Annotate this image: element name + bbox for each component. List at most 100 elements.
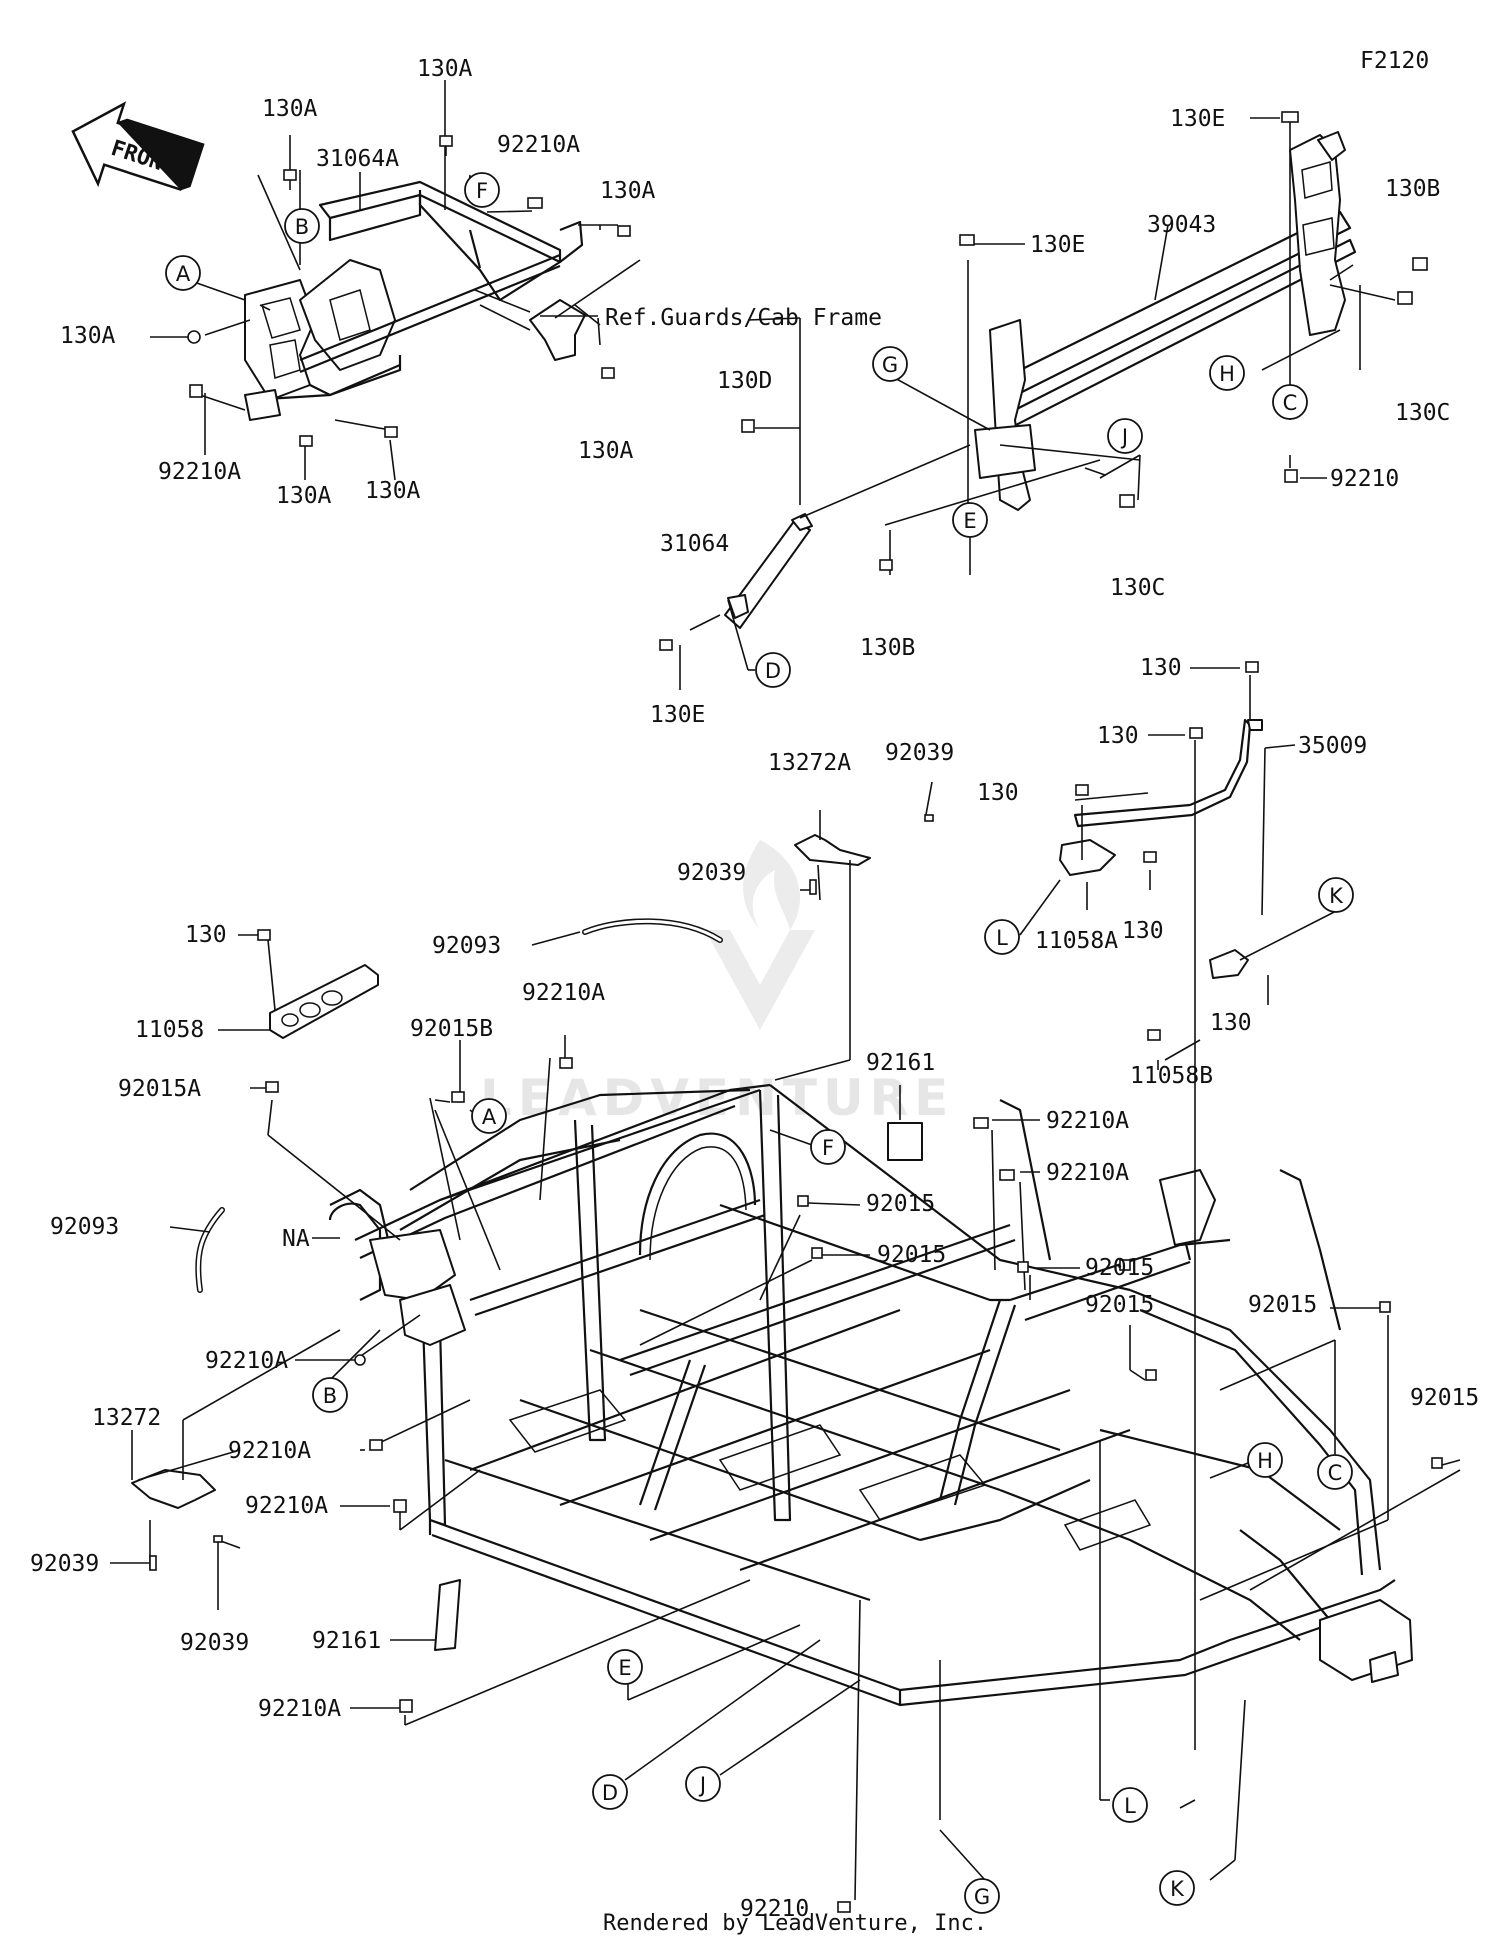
callout-label: 92161 (866, 1050, 935, 1076)
bolt-icon (879, 559, 893, 571)
svg-text:A: A (482, 1105, 497, 1129)
label-92161-upper (887, 1122, 923, 1161)
svg-text:E: E (963, 509, 976, 533)
callout-label: 92015 (866, 1191, 935, 1217)
na-label: NA (282, 1226, 310, 1252)
bolt-icon (265, 1081, 279, 1093)
callout-label: 92015 (1410, 1385, 1479, 1411)
bolt-icon (257, 929, 271, 941)
bolt-icon (973, 1117, 989, 1129)
reference-note: Ref.Guards/Cab Frame (605, 305, 882, 331)
bolt-icon (811, 1247, 823, 1259)
marker-circle: D (755, 652, 791, 688)
bolt-icon (283, 169, 297, 190)
bolt-icon (299, 435, 313, 447)
marker-circle: E (952, 502, 988, 538)
bolt-icon (1431, 1457, 1443, 1469)
callout-label: 92210A (258, 1696, 341, 1722)
marker-circle: F (810, 1129, 846, 1165)
svg-text:F: F (476, 179, 488, 203)
front-arrow: FRONT (71, 101, 205, 192)
svg-text:B: B (323, 1384, 337, 1408)
svg-text:F: F (822, 1136, 834, 1160)
guard-13272 (131, 1469, 216, 1509)
bolt-icon (1189, 727, 1203, 739)
marker-circle: C (1272, 384, 1308, 420)
callout-label: 92210 (740, 1896, 809, 1922)
bolt-icon (1397, 291, 1413, 305)
fasteners (149, 111, 1443, 1913)
callout-label: 130A (262, 96, 318, 122)
bolt-icon (527, 197, 543, 209)
callout-label: 13272A (768, 750, 851, 776)
bolt-icon (187, 330, 201, 344)
callout-label: 92039 (677, 860, 746, 886)
callout-label: 92210A (245, 1493, 328, 1519)
callout-label: 92015 (1085, 1292, 1154, 1318)
svg-text:E: E (618, 1656, 631, 1680)
callout-label: 92015 (1248, 1292, 1317, 1318)
callout-label: 92039 (30, 1551, 99, 1577)
callout-label: 92015A (118, 1076, 201, 1102)
bolt-icon (659, 639, 673, 651)
front-bracket-assembly (244, 180, 586, 421)
bolt-icon (1143, 851, 1157, 863)
bolt-icon (741, 419, 755, 433)
cable-clip-92093-upper (582, 918, 723, 943)
callout-label: 130E (650, 702, 705, 728)
svg-text:H: H (1219, 362, 1235, 386)
callout-label: 130E (1170, 106, 1225, 132)
svg-text:J: J (1120, 425, 1128, 449)
bolt-icon (149, 1555, 157, 1571)
callout-label: 130A (276, 483, 332, 509)
callout-label: 130C (1110, 575, 1165, 601)
svg-text:D: D (765, 659, 781, 683)
callout-label: 130A (578, 438, 634, 464)
callout-label: 92161 (312, 1628, 381, 1654)
callout-label: 130A (365, 478, 421, 504)
callout-label: 92093 (432, 933, 501, 959)
bolt-icon (837, 1901, 851, 1913)
callout-label: 92015B (410, 1016, 493, 1042)
footer-credit: Rendered by LeadVenture, Inc. (603, 1911, 987, 1936)
callout-label: 31064 (660, 531, 729, 557)
bolt-icon (959, 234, 975, 246)
callout-label: 35009 (1298, 733, 1367, 759)
svg-text:J: J (698, 1773, 706, 1797)
rear-crossmember-assembly (974, 131, 1357, 511)
svg-text:C: C (1328, 1461, 1343, 1485)
callout-label: 92210A (228, 1438, 311, 1464)
callout-label: 130 (1122, 918, 1164, 944)
marker-circle: G (964, 1878, 1000, 1914)
bolt-icon (384, 426, 398, 438)
callout-label: 130D (717, 368, 772, 394)
bar-35009-assembly (1059, 718, 1263, 979)
bolt-icon (1119, 1259, 1131, 1271)
callout-label: 92015 (877, 1242, 946, 1268)
callout-label: 130A (600, 178, 656, 204)
svg-text:G: G (974, 1885, 990, 1909)
callout-label: 130A (417, 56, 473, 82)
watermark: LEADVENTURE (480, 840, 948, 1127)
marker-circle: F (464, 172, 500, 208)
callout-label: 92093 (50, 1214, 119, 1240)
bolt-icon (1017, 1261, 1029, 1273)
marker-circle: H (1247, 1442, 1283, 1478)
callout-label: 92039 (885, 740, 954, 766)
plate-11058 (269, 964, 379, 1039)
bolt-icon (924, 814, 934, 822)
callout-label: 130 (1210, 1010, 1252, 1036)
brace-31064 (724, 513, 813, 629)
bolt-icon (1075, 784, 1089, 796)
svg-text:D: D (602, 1781, 618, 1805)
main-frame (328, 1083, 1413, 1707)
marker-circle: K (1159, 1870, 1195, 1906)
svg-text:K: K (1170, 1877, 1185, 1901)
callout-label: 92210A (205, 1348, 288, 1374)
callout-label: 130 (185, 922, 227, 948)
marker-circle: J (1107, 418, 1143, 454)
callout-label: 92039 (180, 1630, 249, 1656)
marker-circle: J (685, 1766, 721, 1802)
bolt-icon (399, 1699, 413, 1713)
